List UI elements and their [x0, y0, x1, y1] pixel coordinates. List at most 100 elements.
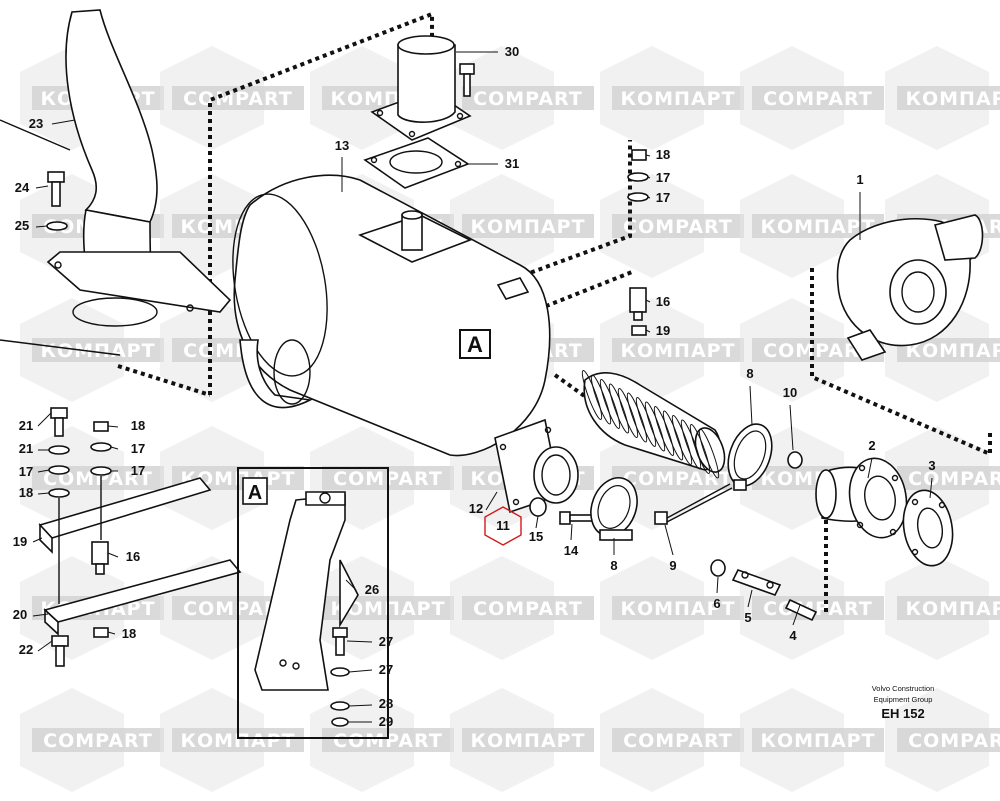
watermark-tile: COMPART: [885, 688, 1000, 792]
company-name-line1: Volvo Construction: [872, 684, 935, 693]
nut-10: [787, 451, 803, 469]
callout-leader: [110, 446, 119, 450]
callout-label-23: 23: [29, 116, 43, 131]
callout-label-3: 3: [928, 458, 935, 473]
callout-label-5: 5: [744, 610, 751, 625]
spacer-15: [529, 497, 547, 517]
callout-leader: [107, 552, 119, 558]
callout-label-10: 10: [783, 385, 797, 400]
watermark-tile: COMPART: [600, 174, 744, 278]
callout-leader: [645, 299, 651, 303]
callout-label-2: 2: [868, 438, 875, 453]
watermark-word: КОМПАРТ: [905, 340, 1000, 362]
drawing-code: EH 152: [881, 706, 924, 721]
callout-leader: [792, 604, 801, 626]
watermark-tile: КОМПАРТ: [885, 298, 1000, 402]
watermark-word: КОМПАРТ: [470, 216, 585, 238]
callout-label-27: 27: [379, 662, 393, 677]
callout-label-29: 29: [379, 714, 393, 729]
watermark-tile: КОМПАРТ: [20, 298, 164, 402]
watermark-word: COMPART: [763, 340, 873, 362]
callout-label-12: 12: [469, 501, 483, 516]
watermark-word: COMPART: [623, 216, 733, 238]
callout-label-1: 1: [856, 172, 863, 187]
callout-leader: [37, 469, 50, 473]
watermark-tile: COMPART: [160, 46, 304, 150]
watermark-tile: КОМПАРТ: [740, 688, 884, 792]
watermark-tile: КОМПАРТ: [600, 298, 744, 402]
callout-label-18: 18: [656, 147, 670, 162]
gasket-3: [902, 489, 954, 567]
watermark-tile: COMPART: [740, 298, 884, 402]
callout-label-16: 16: [126, 549, 140, 564]
callout-leader: [107, 425, 119, 428]
callout-label-24: 24: [15, 180, 30, 195]
watermark-word: COMPART: [763, 598, 873, 620]
watermark-word: COMPART: [43, 468, 153, 490]
callout-label-18: 18: [19, 485, 33, 500]
callout-label-22: 22: [19, 642, 33, 657]
callout-leader: [37, 640, 53, 652]
callout-leader: [747, 589, 753, 608]
watermark-word: КОМПАРТ: [905, 598, 1000, 620]
flange-pipe: [370, 35, 472, 141]
watermark-word: COMPART: [473, 598, 583, 620]
callout-label-20: 20: [13, 607, 27, 622]
connection-pipe: [815, 457, 908, 539]
callout-label-19: 19: [656, 323, 670, 338]
watermark-tile: КОМПАРТ: [885, 556, 1000, 660]
washer-17-b: [627, 192, 649, 202]
watermark-word: COMPART: [183, 88, 293, 110]
watermark-word: КОМПАРТ: [760, 216, 875, 238]
callout-label-17: 17: [131, 463, 145, 478]
clamp-lower: [590, 477, 638, 541]
watermark-tile: КОМПАРТ: [600, 556, 744, 660]
callout-label-26: 26: [365, 582, 379, 597]
callout-label-8: 8: [610, 558, 617, 573]
callout-leader: [535, 515, 539, 529]
callout-label-4: 4: [789, 628, 797, 643]
watermark-word: COMPART: [623, 730, 733, 752]
watermark-word: COMPART: [43, 730, 153, 752]
callout-leader: [570, 523, 573, 541]
watermark-word: COMPART: [333, 730, 443, 752]
callout-leader: [664, 524, 674, 556]
callout-label-11: 11: [496, 518, 510, 533]
callout-leader: [867, 457, 873, 479]
detail-marker-a: A: [459, 329, 491, 359]
callout-label-16: 16: [656, 294, 670, 309]
callout-label-18: 18: [122, 626, 136, 641]
callout-label-13: 13: [335, 138, 349, 153]
callout-leader: [348, 669, 373, 673]
callout-label-17: 17: [131, 441, 145, 456]
callout-leader: [716, 576, 719, 594]
watermark-tile: COMPART: [20, 688, 164, 792]
stud-4: [784, 598, 818, 622]
washer-6: [710, 559, 726, 577]
watermark-tile: КОМПАРТ: [450, 688, 594, 792]
callout-leader: [37, 412, 52, 427]
callout-label-17: 17: [656, 170, 670, 185]
callout-label-30: 30: [505, 44, 519, 59]
watermark-word: COMPART: [623, 468, 733, 490]
muffler-flange: [494, 418, 579, 514]
watermark-tile: КОМПАРТ: [160, 426, 304, 530]
callout-leader: [647, 176, 651, 179]
watermark-word: КОМПАРТ: [470, 730, 585, 752]
washer-17-a: [627, 172, 649, 182]
callout-leader: [348, 704, 373, 707]
callout-leader: [32, 537, 43, 543]
callout-leader: [645, 154, 651, 157]
watermark-word: COMPART: [473, 88, 583, 110]
callout-leader: [789, 404, 794, 451]
bolt-9: [654, 483, 733, 525]
watermark-tile: COMPART: [600, 688, 744, 792]
callout-label-25: 25: [15, 218, 29, 233]
callout-label-31: 31: [505, 156, 519, 171]
callout-leader: [749, 385, 753, 426]
callout-label-21: 21: [19, 418, 33, 433]
watermark-tile: COMPART: [740, 46, 884, 150]
watermark-word: КОМПАРТ: [620, 598, 735, 620]
exhaust-pipe: [0, 9, 232, 356]
